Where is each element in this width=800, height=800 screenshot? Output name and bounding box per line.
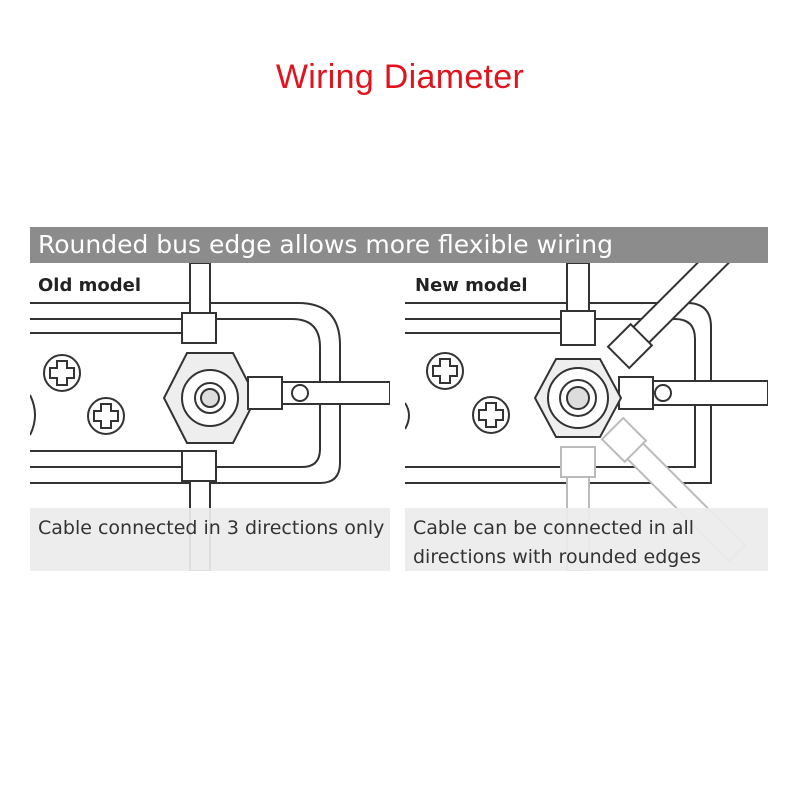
new-model-caption: Cable can be connected in all directions…	[413, 517, 701, 568]
cable-up	[189, 263, 211, 316]
hex-terminal	[162, 352, 258, 444]
screw-1	[43, 354, 81, 392]
lug-down-faded	[560, 446, 596, 478]
lug-right	[247, 376, 283, 410]
new-model-label: New model	[413, 275, 530, 296]
lug-up	[181, 312, 217, 344]
old-model-caption-box: Cable connected in 3 directions only	[30, 508, 390, 571]
bus-bar-outline	[30, 302, 341, 484]
old-model-panel: Old model Cable connected in 3 direction…	[30, 263, 390, 571]
bus-bar-inner	[405, 318, 696, 468]
screw-1	[426, 352, 464, 390]
screw-2	[472, 396, 510, 434]
lug-down	[181, 450, 217, 482]
new-model-panel: New model Cable can be connected in all …	[405, 263, 768, 571]
banner-text: Rounded bus edge allows more flexible wi…	[38, 230, 613, 259]
cable-up	[566, 263, 590, 316]
lug-diagonal-down-faded	[600, 416, 648, 464]
lug-right	[618, 376, 654, 410]
page-title: Wiring Diameter	[275, 58, 525, 96]
lug-diagonal-up	[606, 322, 654, 370]
hex-terminal	[533, 358, 623, 438]
old-model-label: Old model	[36, 275, 144, 296]
banner: Rounded bus edge allows more flexible wi…	[30, 227, 768, 263]
old-model-diagram	[30, 263, 390, 571]
new-model-caption-box: Cable can be connected in all directions…	[405, 508, 768, 571]
lug-up	[560, 310, 596, 346]
old-model-caption: Cable connected in 3 directions only	[38, 517, 385, 539]
screw-2	[87, 397, 125, 435]
cable-diagonal-up	[627, 263, 753, 349]
